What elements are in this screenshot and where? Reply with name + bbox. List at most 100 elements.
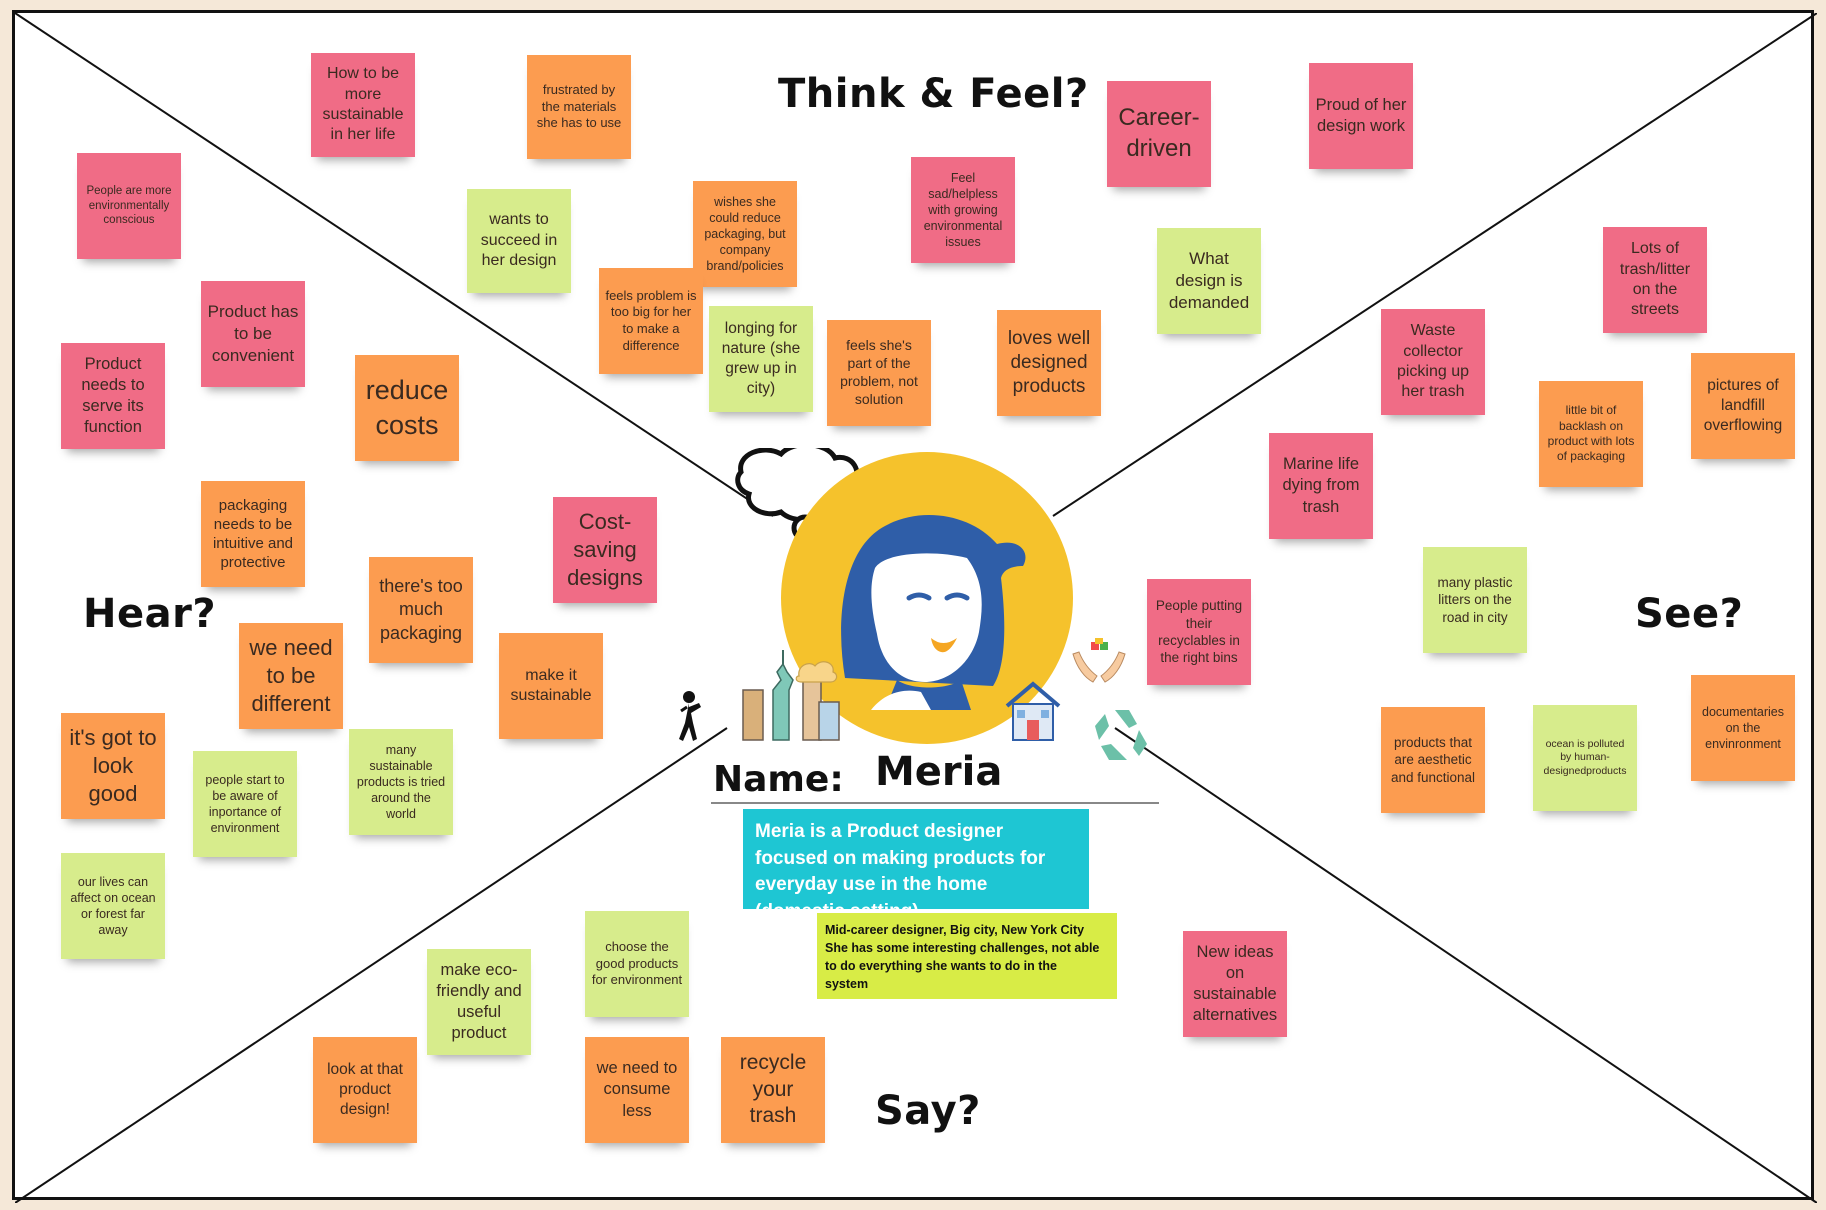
note-text: Cost-saving designs xyxy=(567,508,643,591)
note-text: it's got to look good xyxy=(69,724,157,807)
sticky-note[interactable]: ocean is polluted by human-designedprodu… xyxy=(1533,705,1637,811)
sticky-note[interactable]: we need to consume less xyxy=(585,1037,689,1143)
note-text: loves well designed products xyxy=(1007,327,1091,398)
sticky-note[interactable]: Feel sad/helpless with growing environme… xyxy=(911,157,1015,263)
sticky-note[interactable]: there's too much packaging xyxy=(369,557,473,663)
new-york-city-icon xyxy=(742,650,840,741)
sticky-note[interactable]: feels she's part of the problem, not sol… xyxy=(827,320,931,426)
sticky-note[interactable]: Proud of her design work xyxy=(1309,63,1413,169)
sticky-note[interactable]: our lives can affect on ocean or forest … xyxy=(61,853,165,959)
recycle-icon xyxy=(1095,710,1147,760)
sticky-note[interactable]: make it sustainable xyxy=(499,633,603,739)
stressed-person-icon xyxy=(679,691,701,741)
note-text: ocean is polluted by human-designedprodu… xyxy=(1543,737,1627,777)
note-text: People are more environmentally consciou… xyxy=(86,184,172,227)
sticky-note[interactable]: pictures of landfill overflowing xyxy=(1691,353,1795,459)
note-text: Feel sad/helpless with growing environme… xyxy=(923,171,1003,249)
note-text: longing for nature (she grew up in city) xyxy=(721,320,801,397)
sticky-note[interactable]: Product has to be convenient xyxy=(201,281,305,387)
note-text: wants to succeed in her design xyxy=(480,211,558,270)
note-text: Marine life dying from trash xyxy=(1282,455,1360,516)
sticky-note[interactable]: reduce costs xyxy=(355,355,459,461)
sticky-note[interactable]: People putting their recyclables in the … xyxy=(1147,579,1251,685)
hands-sharing-icon xyxy=(1072,638,1126,683)
sticky-note[interactable]: Product needs to serve its function xyxy=(61,343,165,449)
persona-name-label: Name: xyxy=(713,759,844,800)
sticky-note[interactable]: New ideas on sustainable alternatives xyxy=(1183,931,1287,1037)
woman-avatar-icon xyxy=(781,452,1073,744)
sticky-note[interactable]: feels problem is too big for her to make… xyxy=(599,268,703,374)
note-text: What design is demanded xyxy=(1168,249,1250,312)
note-text: People putting their recyclables in the … xyxy=(1155,598,1243,666)
persona-details: Mid-career designer, Big city, New York … xyxy=(817,913,1117,999)
note-text: pictures of landfill overflowing xyxy=(1703,377,1783,434)
note-text: little bit of backlash on product with l… xyxy=(1547,403,1635,464)
sticky-note[interactable]: documentaries on the envinronment xyxy=(1691,675,1795,781)
note-text: many plastic litters on the road in city xyxy=(1437,575,1513,625)
sticky-note[interactable]: make eco-friendly and useful product xyxy=(427,949,531,1055)
sticky-note[interactable]: What design is demanded xyxy=(1157,228,1261,334)
quadrant-title-think-feel: Think & Feel? xyxy=(778,71,1089,117)
persona-detail-line: system xyxy=(825,977,869,992)
sticky-note[interactable]: loves well designed products xyxy=(997,310,1101,416)
note-text: make eco-friendly and useful product xyxy=(436,960,522,1043)
persona-detail-line: Mid-career designer, Big city, New York … xyxy=(825,923,1085,937)
note-text: Product has to be convenient xyxy=(207,302,299,365)
sticky-note[interactable]: frustrated by the materials she has to u… xyxy=(527,55,631,159)
note-text: documentaries on the envinronment xyxy=(1702,705,1784,751)
note-text: products that are aesthetic and function… xyxy=(1390,735,1476,785)
sticky-note[interactable]: many sustainable products is tried aroun… xyxy=(349,729,453,835)
sticky-note[interactable]: How to be more sustainable in her life xyxy=(311,53,415,157)
house-icon xyxy=(1005,681,1061,741)
sticky-note[interactable]: little bit of backlash on product with l… xyxy=(1539,381,1643,487)
note-text: How to be more sustainable in her life xyxy=(322,65,404,144)
sticky-note[interactable]: choose the good products for environment xyxy=(585,911,689,1017)
sticky-note[interactable]: packaging needs to be intuitive and prot… xyxy=(201,481,305,587)
sticky-note[interactable]: wishes she could reduce packaging, but c… xyxy=(693,181,797,287)
sticky-note[interactable]: people start to be aware of inportance o… xyxy=(193,751,297,857)
empathy-map-board: Think & Feel? Hear? See? Say? How to be … xyxy=(12,10,1817,1203)
sticky-note[interactable]: Career-driven xyxy=(1107,81,1211,187)
sticky-note[interactable]: it's got to look good xyxy=(61,713,165,819)
persona-detail-line: She has some interesting challenges, not… xyxy=(825,941,1100,974)
quadrant-title-hear: Hear? xyxy=(83,591,217,637)
sticky-note[interactable]: longing for nature (she grew up in city) xyxy=(709,306,813,412)
sticky-note[interactable]: Cost-saving designs xyxy=(553,497,657,603)
note-text: wishes she could reduce packaging, but c… xyxy=(704,195,786,273)
quadrant-title-say: Say? xyxy=(875,1088,981,1134)
sticky-note[interactable]: we need to be different xyxy=(239,623,343,729)
note-text: feels she's part of the problem, not sol… xyxy=(840,337,918,407)
note-text: Proud of her design work xyxy=(1315,95,1407,135)
note-text: Product needs to serve its function xyxy=(81,354,145,437)
persona-name-underline xyxy=(711,802,1159,804)
note-text: New ideas on sustainable alternatives xyxy=(1192,942,1278,1025)
note-text: choose the good products for environment xyxy=(591,939,683,988)
note-text: frustrated by the materials she has to u… xyxy=(536,82,622,131)
note-text: our lives can affect on ocean or forest … xyxy=(70,875,156,937)
sticky-note[interactable]: look at that product design! xyxy=(313,1037,417,1143)
note-text: we need to be different xyxy=(249,634,333,717)
quadrant-title-see: See? xyxy=(1635,591,1744,637)
sticky-note[interactable]: People are more environmentally consciou… xyxy=(77,153,181,259)
sticky-note[interactable]: many plastic litters on the road in city xyxy=(1423,547,1527,653)
sticky-note[interactable]: wants to succeed in her design xyxy=(467,189,571,293)
sticky-note[interactable]: Marine life dying from trash xyxy=(1269,433,1373,539)
note-text: we need to consume less xyxy=(596,1059,678,1120)
note-text: people start to be aware of inportance o… xyxy=(205,773,285,835)
note-text: feels problem is too big for her to make… xyxy=(605,287,697,353)
sticky-note[interactable]: Waste collector picking up her trash xyxy=(1381,309,1485,415)
note-text: look at that product design! xyxy=(327,1061,403,1118)
note-text: recycle your trash xyxy=(739,1050,807,1128)
sticky-note[interactable]: products that are aesthetic and function… xyxy=(1381,707,1485,813)
note-text: Waste collector picking up her trash xyxy=(1396,322,1470,401)
note-text: packaging needs to be intuitive and prot… xyxy=(212,496,294,572)
sticky-note[interactable]: Lots of trash/litter on the streets xyxy=(1603,227,1707,333)
sticky-note[interactable]: recycle your trash xyxy=(721,1037,825,1143)
note-text: reduce costs xyxy=(365,375,449,440)
note-text: there's too much packaging xyxy=(379,576,463,643)
persona-description: Meria is a Product designer focused on m… xyxy=(743,809,1089,922)
persona-illustration xyxy=(735,448,1147,760)
note-text: make it sustainable xyxy=(510,666,592,704)
persona-name: Meria xyxy=(875,749,1003,795)
note-text: Lots of trash/litter on the streets xyxy=(1619,240,1691,319)
